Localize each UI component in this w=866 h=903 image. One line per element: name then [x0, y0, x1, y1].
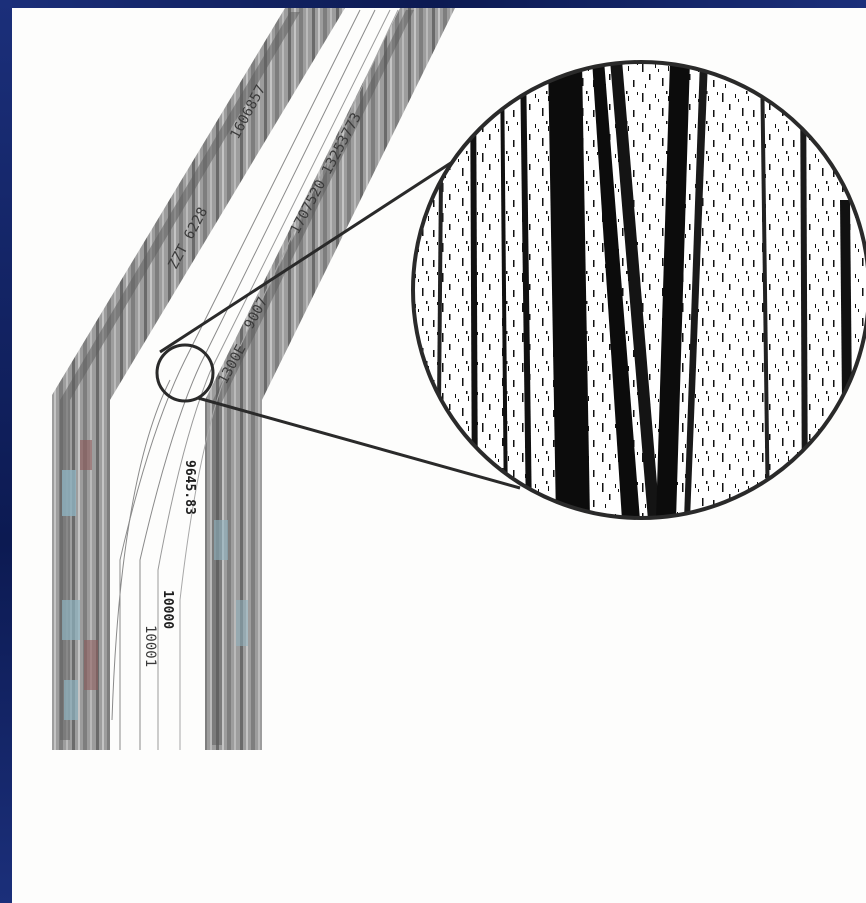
label-inner-lower-3: 10001 — [142, 625, 158, 667]
outer-band — [52, 8, 345, 750]
label-inner-lower-1: 9645.83 — [182, 460, 197, 515]
magnified-view — [410, 60, 866, 520]
zoom-source-circle — [157, 345, 213, 401]
label-inner-lower-2: 10000 — [160, 590, 175, 629]
